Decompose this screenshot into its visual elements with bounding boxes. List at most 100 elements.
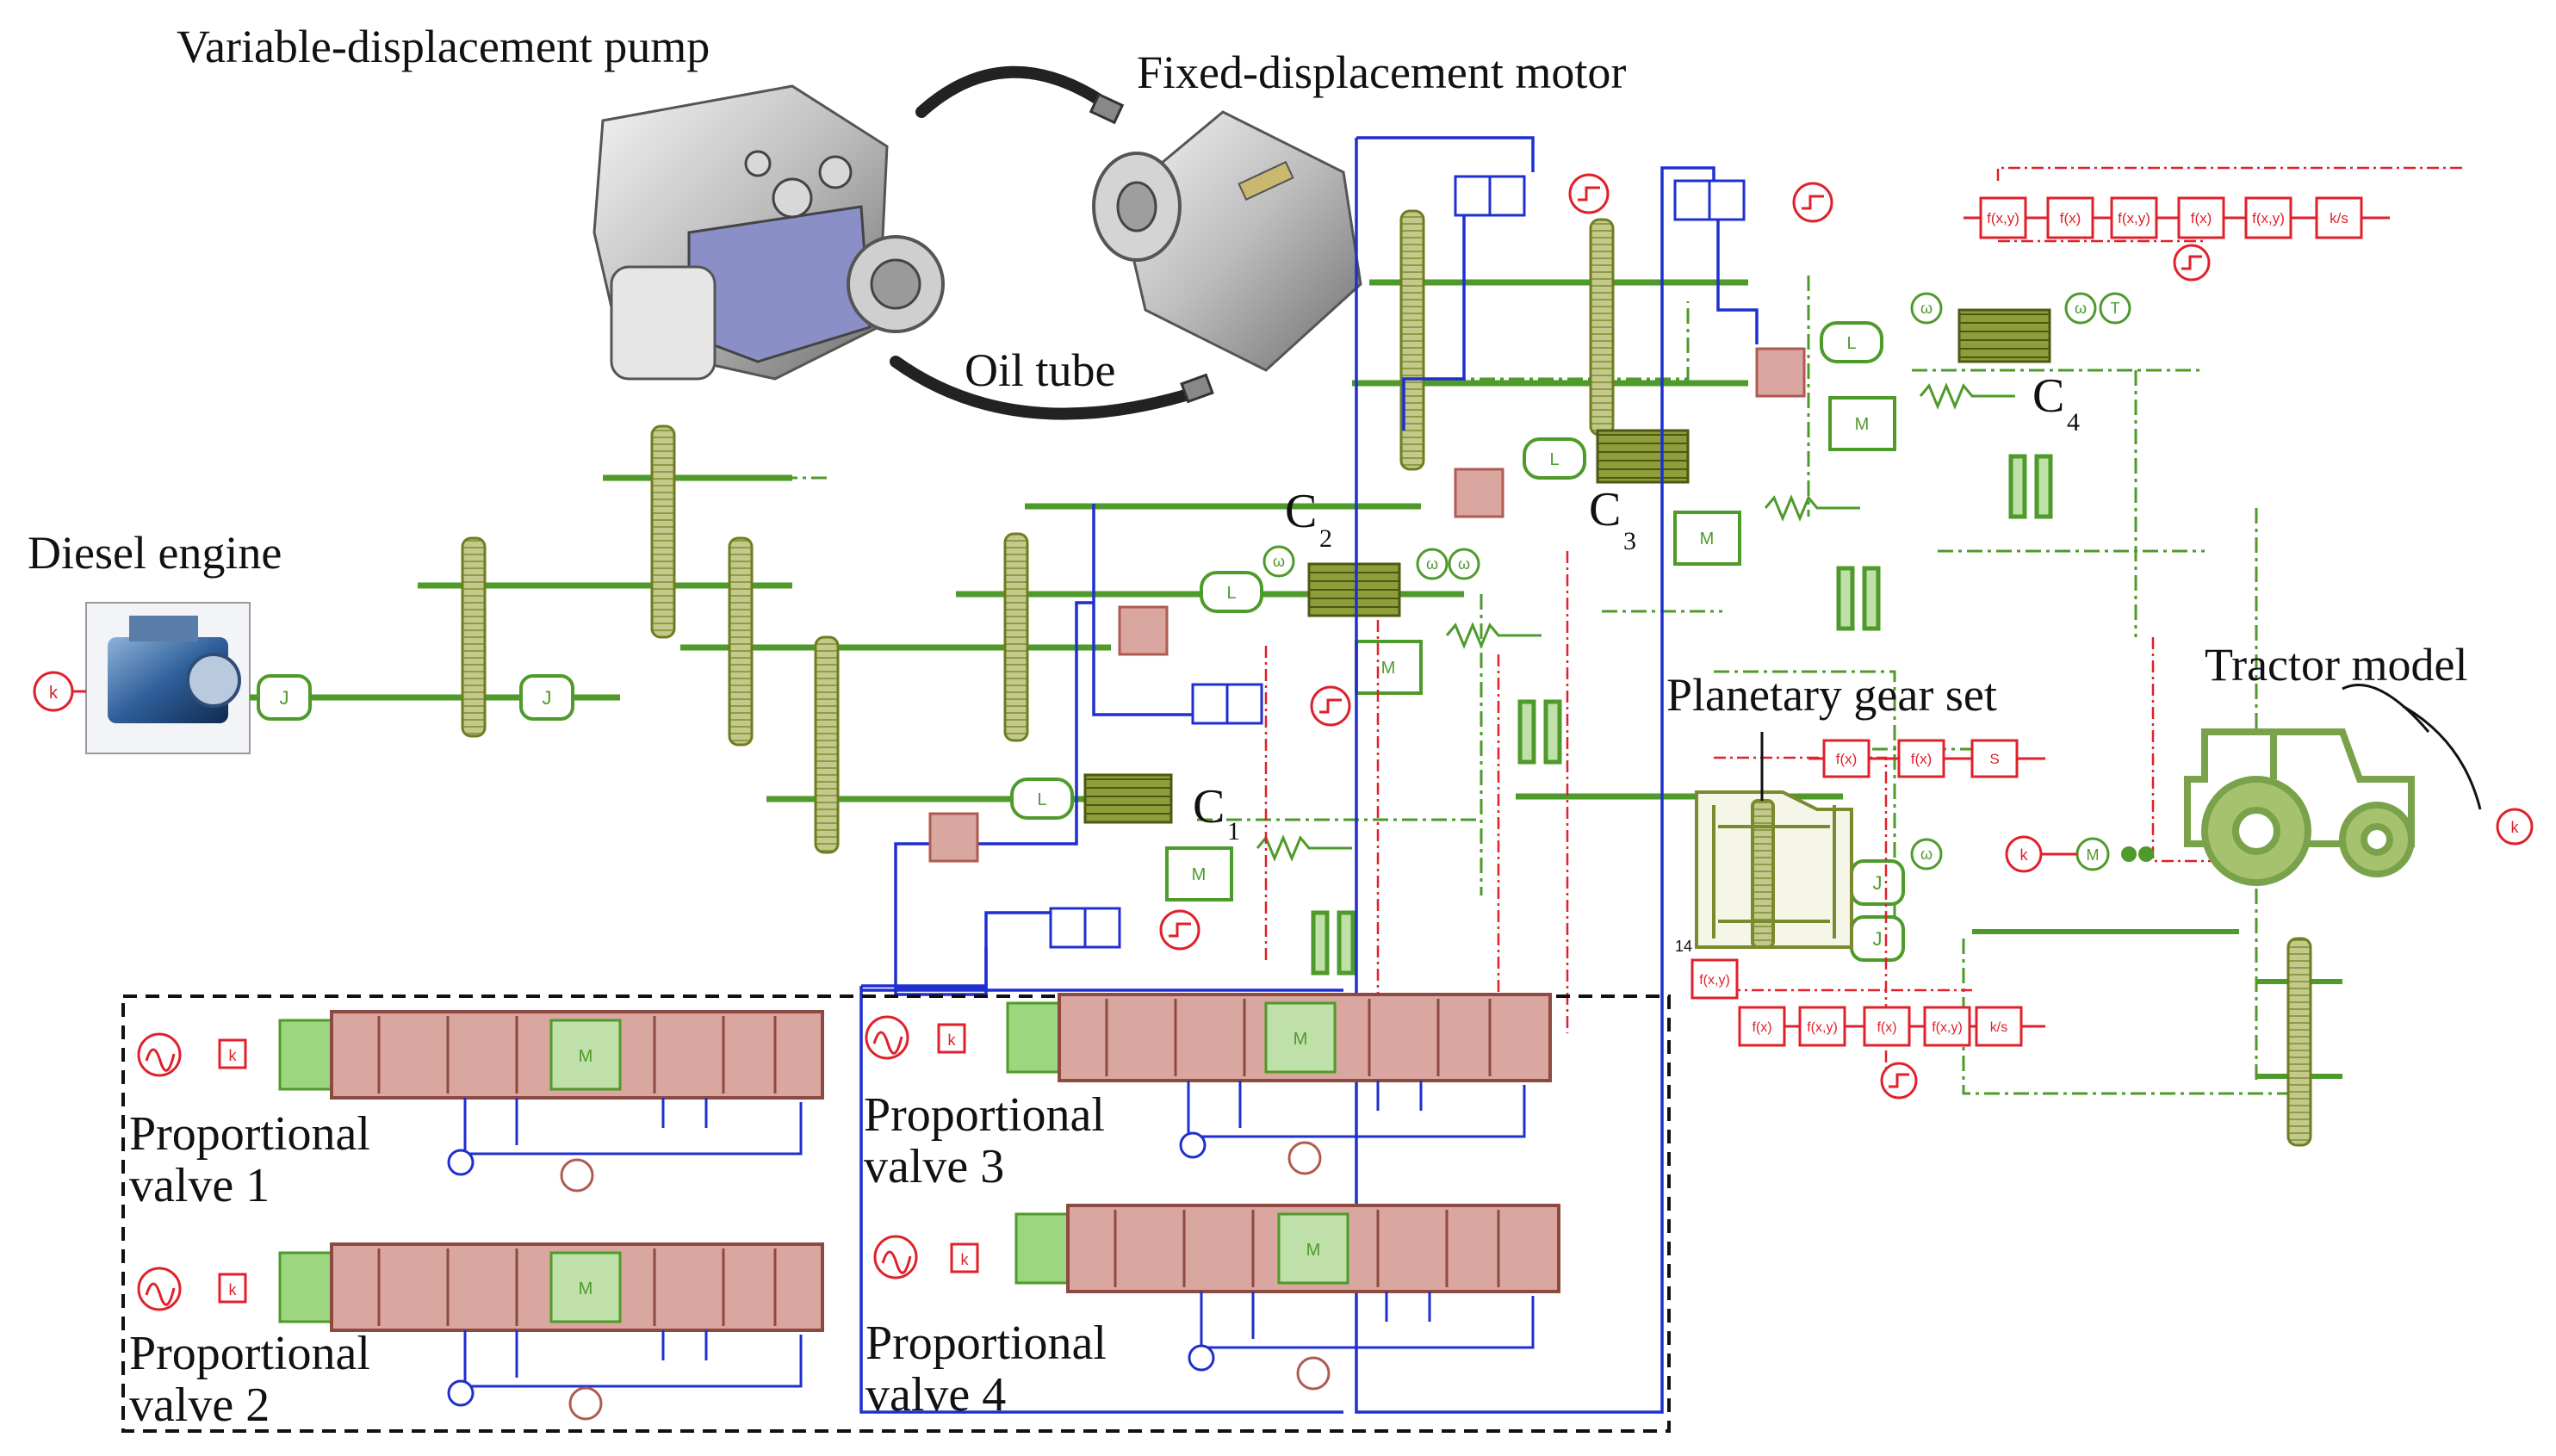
- svg-text:M: M: [1294, 1030, 1308, 1049]
- svg-text:k: k: [2511, 819, 2520, 836]
- clutch-packs: [1083, 308, 2051, 824]
- proportional-valve-4-label-1: Proportional: [865, 1317, 1107, 1370]
- speed-sensor-labels: ω ω ω ω ω T ω: [1273, 300, 2120, 863]
- svg-text:J: J: [1873, 928, 1883, 950]
- controller-step-source-bottom: [1880, 1062, 1918, 1100]
- proportional-valve-3: k M: [865, 993, 1552, 1175]
- svg-text:ω: ω: [1920, 846, 1933, 863]
- svg-text:L: L: [1226, 584, 1236, 603]
- svg-text:C: C: [2032, 369, 2064, 423]
- svg-text:f(x,y): f(x,y): [1699, 973, 1730, 988]
- planetary-label: Planetary gear set: [1666, 669, 1997, 721]
- svg-text:1: 1: [1227, 817, 1240, 846]
- svg-text:f(x,y): f(x,y): [2118, 210, 2150, 226]
- controller-row-3-labels: f(x,y) f(x) f(x,y) f(x) f(x,y) k/s: [1699, 973, 2007, 1035]
- svg-text:M: M: [1192, 865, 1207, 884]
- svg-text:L: L: [1549, 450, 1559, 469]
- svg-text:f(x): f(x): [2060, 210, 2081, 226]
- svg-text:ω: ω: [1273, 553, 1285, 570]
- svg-text:2: 2: [1319, 524, 1332, 553]
- diesel-engine-label: Diesel engine: [28, 527, 282, 579]
- svg-text:M: M: [1381, 659, 1396, 678]
- clutch-c4: [1957, 308, 2051, 363]
- svg-text:M: M: [2087, 846, 2100, 864]
- clutch-c2: [1307, 562, 1401, 617]
- gear-2: [650, 424, 676, 639]
- diesel-engine-image: [85, 602, 251, 754]
- port-14-label: 14: [1675, 938, 1692, 955]
- svg-text:k: k: [49, 684, 59, 703]
- proportional-valve-1-label-2: valve 1: [129, 1159, 270, 1212]
- proportional-valve-4-label-2: valve 4: [865, 1368, 1006, 1422]
- tractor-label-leader: [2342, 684, 2430, 733]
- tractor-load-source: k: [2496, 808, 2534, 846]
- gear-7: [1589, 218, 1615, 437]
- svg-text:k/s: k/s: [2330, 210, 2348, 226]
- directional-valves: [1049, 175, 1746, 949]
- springs: [1256, 382, 2015, 862]
- clutch-c3: [1596, 429, 1690, 484]
- clutch-label-c1: C 1: [1193, 780, 1240, 846]
- svg-text:k/s: k/s: [1990, 1020, 2007, 1035]
- vehicle-speed-chain: k M: [2005, 835, 2154, 873]
- proportional-valve-3-label-2: valve 3: [864, 1140, 1004, 1193]
- svg-text:4: 4: [2067, 408, 2080, 437]
- valve-step-sources: [1159, 173, 1833, 951]
- clutch-force-units: [1165, 396, 1896, 901]
- planetary-gear-set: [1695, 732, 1853, 949]
- svg-text:ω: ω: [1426, 555, 1438, 573]
- svg-text:k: k: [2020, 846, 2029, 864]
- motor-illustration: [1092, 110, 1362, 372]
- motor-label: Fixed-displacement motor: [1137, 46, 1626, 98]
- controller-row-3: [1691, 958, 2023, 1047]
- clutch-label-c4: C 4: [2032, 369, 2080, 437]
- dampers: [1311, 454, 2053, 976]
- svg-text:ω: ω: [1920, 300, 1933, 317]
- proportional-valve-3-label-1: Proportional: [864, 1088, 1105, 1142]
- pump-label: Variable-displacement pump: [177, 21, 710, 72]
- svg-text:k: k: [948, 1032, 957, 1049]
- svg-text:C: C: [1589, 483, 1621, 536]
- svg-text:C: C: [1193, 780, 1225, 833]
- force-unit-labels: M M M M: [1192, 415, 1870, 884]
- svg-text:S: S: [1989, 751, 1999, 767]
- proportional-valve-2-label-1: Proportional: [129, 1327, 370, 1380]
- svg-text:f(x): f(x): [1877, 1020, 1896, 1035]
- svg-text:C: C: [1285, 485, 1317, 538]
- svg-text:k: k: [229, 1047, 238, 1064]
- tractor-load-arc: [2402, 704, 2482, 810]
- actuator-labels: L L L L: [1037, 334, 1856, 809]
- proportional-valve-2: k M: [137, 1242, 824, 1421]
- inertia-labels: J J J J: [280, 687, 1883, 950]
- proportional-valve-1: k M: [137, 1010, 824, 1193]
- svg-text:L: L: [1037, 790, 1046, 809]
- clutch-c1: [1083, 773, 1173, 824]
- clutch-label-c2: C 2: [1285, 485, 1332, 553]
- valve-step-glyphs: [1169, 186, 1824, 938]
- proportional-valve-1-label-1: Proportional: [129, 1107, 370, 1161]
- gear-set: [461, 209, 2312, 1147]
- oil-tube-illustration: [890, 65, 1214, 420]
- controller-step-source-top: [2173, 244, 2211, 282]
- gear-3: [728, 536, 754, 747]
- oil-tube-label: Oil tube: [965, 344, 1115, 396]
- gear-1: [461, 536, 487, 738]
- svg-text:M: M: [579, 1279, 593, 1298]
- speed-sensors: [1262, 292, 2131, 871]
- proportional-valve-2-label-2: valve 2: [129, 1379, 270, 1432]
- tractor-model: [2184, 728, 2415, 886]
- svg-text:J: J: [1873, 872, 1883, 894]
- proportional-valve-group: [121, 994, 1671, 1433]
- svg-text:f(x,y): f(x,y): [2252, 210, 2285, 226]
- proportional-valve-4: k M: [873, 1204, 1560, 1391]
- controller-row-1-labels: f(x,y) f(x) f(x,y) f(x) f(x,y) k/s: [1987, 210, 2348, 226]
- svg-text:M: M: [1306, 1241, 1321, 1260]
- gear-4: [814, 635, 840, 854]
- svg-text:f(x,y): f(x,y): [1807, 1020, 1838, 1035]
- svg-text:k: k: [229, 1281, 238, 1298]
- pump-illustration: [592, 84, 945, 381]
- gear-8: [2286, 937, 2312, 1147]
- svg-text:M: M: [1855, 415, 1870, 434]
- svg-text:M: M: [1700, 530, 1715, 548]
